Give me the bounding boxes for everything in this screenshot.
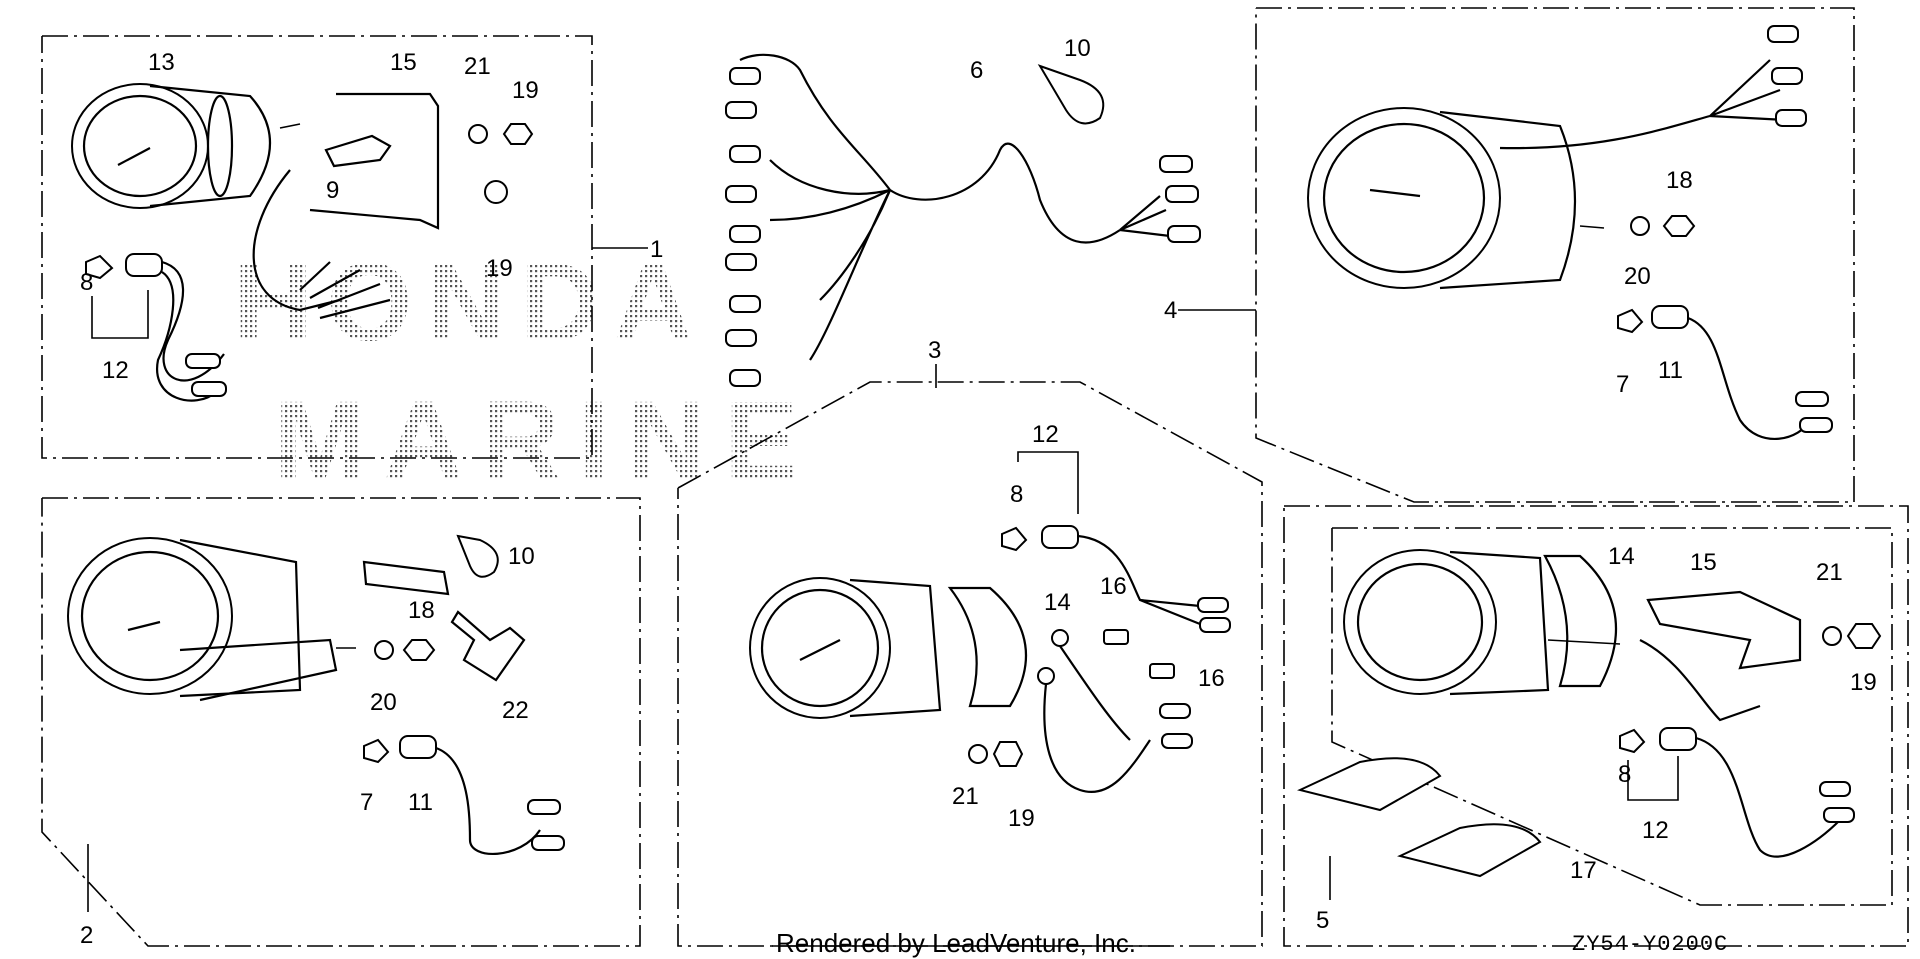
callout-19a: 19 bbox=[512, 77, 539, 104]
harness-6 bbox=[725, 53, 1201, 387]
callout-15b: 15 bbox=[1690, 549, 1717, 576]
callout-12b: 12 bbox=[1032, 421, 1059, 448]
callout-14b: 14 bbox=[1608, 543, 1635, 570]
group-frames bbox=[41, 7, 1909, 947]
callout-6: 6 bbox=[970, 57, 983, 84]
callout-12a: 12 bbox=[102, 357, 129, 384]
callout-18b: 18 bbox=[408, 597, 435, 624]
callout-4: 4 bbox=[1164, 297, 1177, 324]
callout-12c: 12 bbox=[1642, 817, 1669, 844]
callout-19b: 19 bbox=[486, 255, 513, 282]
leader-lines bbox=[87, 247, 1679, 912]
callout-19d: 19 bbox=[1850, 669, 1877, 696]
callouts: 1 2 3 4 5 6 7 7 8 8 8 9 10 10 11 11 12 1… bbox=[80, 35, 1877, 949]
callout-7b: 7 bbox=[360, 789, 373, 816]
callout-8b: 8 bbox=[1010, 481, 1023, 508]
callout-3: 3 bbox=[928, 337, 941, 364]
watermark: HONDA MARINE bbox=[233, 241, 816, 502]
callout-2: 2 bbox=[80, 922, 93, 949]
callout-13: 13 bbox=[148, 49, 175, 76]
callout-18a: 18 bbox=[1666, 167, 1693, 194]
render-credit: Rendered by LeadVenture, Inc. bbox=[776, 928, 1136, 958]
callout-20b: 20 bbox=[370, 689, 397, 716]
callout-21b: 21 bbox=[952, 783, 979, 810]
diagram-code: ZY54-Y0200C bbox=[1572, 932, 1728, 957]
gauge-group-4 bbox=[1307, 25, 1833, 440]
callout-19c: 19 bbox=[1008, 805, 1035, 832]
callout-5: 5 bbox=[1316, 907, 1329, 934]
callout-21a: 21 bbox=[464, 53, 491, 80]
gauge-group-3 bbox=[749, 525, 1231, 793]
callout-22: 22 bbox=[502, 697, 529, 724]
callout-20a: 20 bbox=[1624, 263, 1651, 290]
watermark-marine: MARINE bbox=[274, 379, 816, 502]
watermark-honda: HONDA bbox=[233, 241, 706, 364]
callout-11a: 11 bbox=[1658, 357, 1683, 384]
callout-10a: 10 bbox=[1064, 35, 1091, 62]
gauge-group-5 bbox=[1297, 549, 1882, 878]
callout-11b: 11 bbox=[408, 789, 433, 816]
callout-21c: 21 bbox=[1816, 559, 1843, 586]
callout-15a: 15 bbox=[390, 49, 417, 76]
callout-17: 17 bbox=[1570, 857, 1597, 884]
gauge-group-2 bbox=[67, 534, 565, 856]
callout-1: 1 bbox=[650, 236, 663, 263]
callout-8c: 8 bbox=[1618, 761, 1631, 788]
callout-10b: 10 bbox=[508, 543, 535, 570]
callout-16b: 16 bbox=[1198, 665, 1225, 692]
callout-14a: 14 bbox=[1044, 589, 1071, 616]
callout-8a: 8 bbox=[80, 269, 93, 296]
callout-9: 9 bbox=[326, 177, 339, 204]
callout-7a: 7 bbox=[1616, 371, 1629, 398]
gauge-group-1 bbox=[71, 83, 534, 402]
callout-16a: 16 bbox=[1100, 573, 1127, 600]
